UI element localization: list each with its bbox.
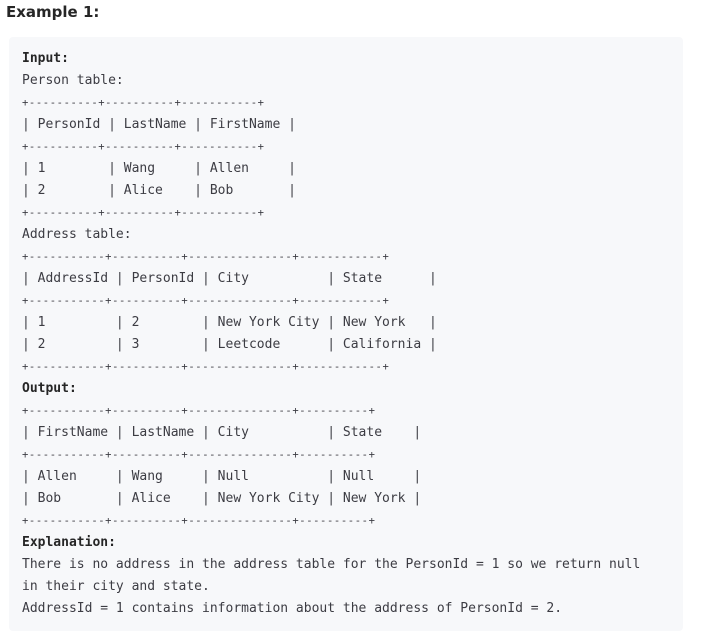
table-border-line: +----------+----------+-----------+ <box>22 141 265 153</box>
table-border-line: +-----------+----------+---------------+… <box>22 515 376 527</box>
table-border-line: +----------+----------+-----------+ <box>22 97 265 109</box>
code-line: | Bob | Alice | New York City | New York… <box>22 491 422 506</box>
section-label: Input: <box>22 51 69 66</box>
code-line: Person table: <box>22 73 124 88</box>
code-line: | 2 | Alice | Bob | <box>22 183 296 198</box>
code-line: Address table: <box>22 227 132 242</box>
example-code-block: Input: Person table: +----------+---------… <box>9 37 683 631</box>
table-border-line: +-----------+----------+---------------+… <box>22 405 376 417</box>
code-line: There is no address in the address table… <box>22 557 641 572</box>
section-label: Explanation: <box>22 535 116 550</box>
example-heading: Example 1: <box>6 3 100 21</box>
section-label: Output: <box>22 381 77 396</box>
table-border-line: +----------+----------+-----------+ <box>22 207 265 219</box>
table-border-line: +-----------+----------+---------------+… <box>22 251 390 263</box>
code-line: in their city and state. <box>22 579 210 594</box>
code-line: AddressId = 1 contains information about… <box>22 601 563 616</box>
code-line: | 1 | 2 | New York City | New York | <box>22 315 437 330</box>
code-line: | 2 | 3 | Leetcode | California | <box>22 337 437 352</box>
code-line: | 1 | Wang | Allen | <box>22 161 296 176</box>
table-border-line: +-----------+----------+---------------+… <box>22 295 390 307</box>
code-line: | AddressId | PersonId | City | State | <box>22 271 437 286</box>
table-border-line: +-----------+----------+---------------+… <box>22 361 390 373</box>
code-line: | FirstName | LastName | City | State | <box>22 425 422 440</box>
example-code-text: Input: Person table: +----------+---------… <box>22 48 640 620</box>
code-line: | Allen | Wang | Null | Null | <box>22 469 422 484</box>
code-line: | PersonId | LastName | FirstName | <box>22 117 296 132</box>
table-border-line: +-----------+----------+---------------+… <box>22 449 376 461</box>
